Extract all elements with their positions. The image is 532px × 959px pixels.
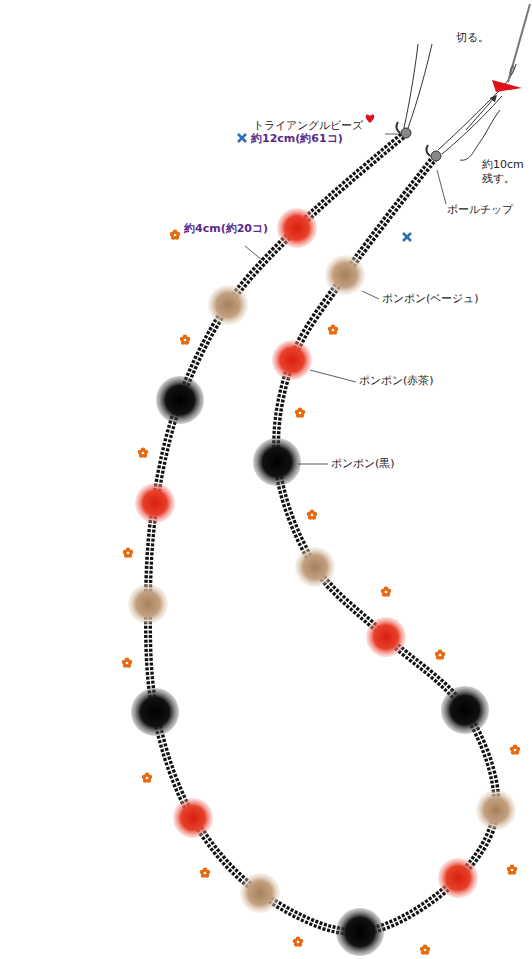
flower-mark <box>307 510 318 520</box>
part-name: トライアングルビーズ <box>253 119 363 133</box>
flower-mark <box>507 865 518 875</box>
flower-mark <box>293 937 304 947</box>
dimension: 約12cm(約61コ) <box>251 132 343 146</box>
part-name: ポンポン(黒) <box>331 457 395 471</box>
flower-mark <box>170 230 181 240</box>
pompom <box>366 617 406 657</box>
dimension: 約4cm(約20コ) <box>184 222 268 236</box>
pompom <box>208 285 248 325</box>
flower-mark <box>123 548 134 558</box>
pompom <box>476 790 516 830</box>
flower-mark <box>200 868 211 878</box>
flower-mark <box>122 658 133 668</box>
pompom <box>441 686 489 734</box>
pompom <box>240 873 280 913</box>
dimension: 約10cm 残す。 <box>482 158 528 186</box>
pompom <box>128 584 168 624</box>
flower-mark <box>295 408 306 418</box>
flower-mark <box>420 945 431 955</box>
flower-mark <box>142 773 153 783</box>
part-name: ボールチップ <box>447 203 513 217</box>
pompom <box>272 340 312 380</box>
flower-mark <box>381 587 392 597</box>
pompom <box>173 798 213 838</box>
pompom <box>253 438 301 486</box>
part-name: ポンポン(ベージュ) <box>382 292 479 306</box>
pompom <box>131 688 179 736</box>
flower-mark <box>180 335 191 345</box>
pompom <box>295 547 335 587</box>
pompom <box>277 208 317 248</box>
cut-note: 切る。 <box>456 31 489 45</box>
flower-mark <box>328 325 339 335</box>
flower-mark <box>138 448 149 458</box>
pompom <box>156 376 204 424</box>
pompom <box>135 483 175 523</box>
pompom <box>325 255 365 295</box>
flower-mark <box>435 650 446 660</box>
pompom <box>438 858 478 898</box>
cord <box>148 133 496 932</box>
flower-mark <box>510 745 521 755</box>
part-name: ポンポン(赤茶) <box>359 374 434 388</box>
triangle-beads <box>148 133 496 932</box>
pompom <box>336 908 384 956</box>
